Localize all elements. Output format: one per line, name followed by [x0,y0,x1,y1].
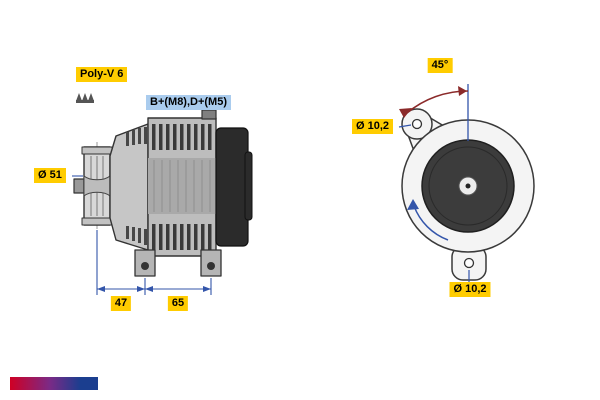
rotation-arrowhead [407,199,419,210]
pulley [81,146,113,226]
pulley-diameter-label: Ø 51 [34,168,66,183]
terminal-stud [201,109,217,120]
housing [147,117,217,257]
poly-v-belt-icon [76,93,94,103]
top-hole-leader [398,124,412,128]
angle-arc-arrow-left [399,108,412,118]
dimension-65-label: 65 [167,296,189,311]
mounting-feet [134,249,222,277]
top-hole-diameter-label: Ø 10,2 [352,119,394,134]
front-view [401,108,535,281]
shaft-nut [73,178,85,194]
side-view-dimensions [72,175,212,295]
terminals-label: B+(M8),D+(M5) [146,95,232,110]
dimension-47-label: 47 [110,296,132,311]
rear-cover [215,127,253,247]
top-mounting-hole [411,118,423,130]
belt-type-label: Poly-V 6 [76,67,128,82]
mount-angle-label: 45° [427,58,453,73]
brand-supergraphic-bar [10,377,98,390]
bottom-mounting-hole [463,257,475,269]
bottom-hole-diameter-label: Ø 10,2 [449,282,491,297]
drive-end-bracket [109,123,149,251]
side-view [73,93,253,277]
angle-arc-arrow-right [458,86,467,96]
front-view-dimensions [398,84,470,282]
rotation-arrow [413,205,449,241]
